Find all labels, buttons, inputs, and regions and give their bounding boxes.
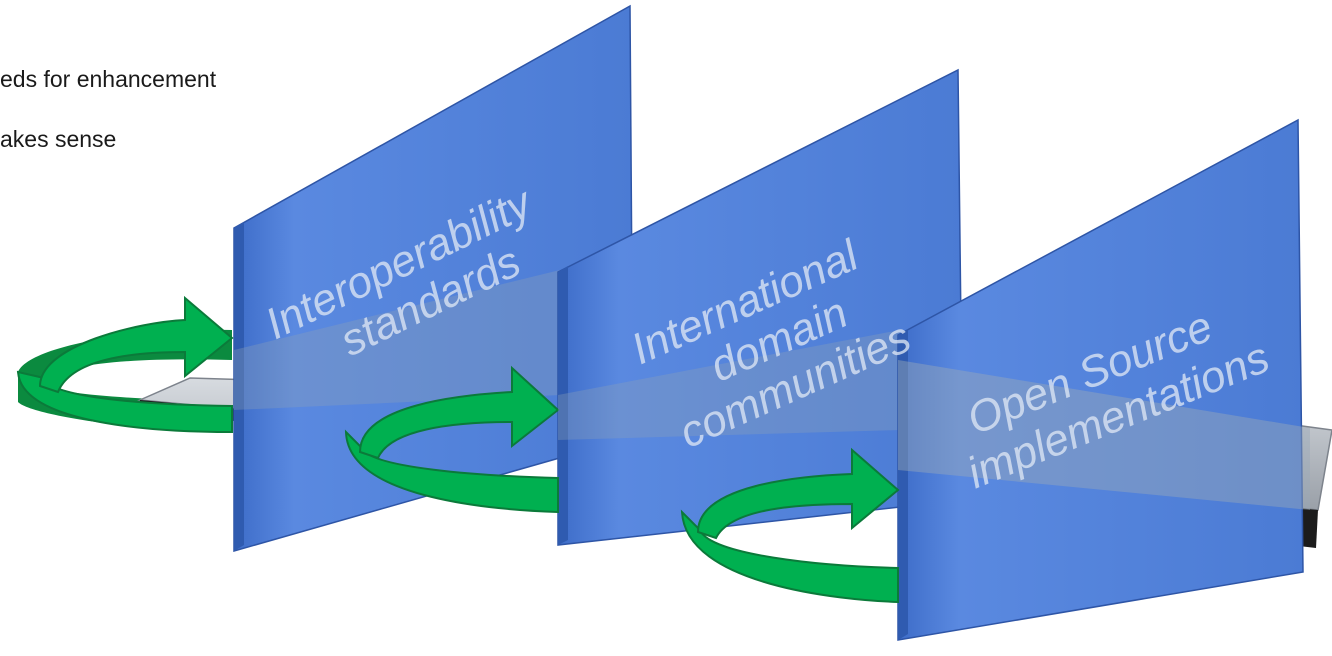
- text-line-2: akes sense: [0, 126, 117, 152]
- text-line-1: eds for enhancement: [0, 66, 217, 92]
- arrow-3: [680, 447, 900, 604]
- shelf-overlay-3: [898, 360, 1310, 510]
- panel-3: [897, 118, 1304, 641]
- arrow-2: [344, 365, 560, 514]
- arrow-1: [16, 295, 234, 434]
- shelf-overlay-2: [558, 330, 900, 440]
- shelf-overlay-1: [234, 270, 560, 410]
